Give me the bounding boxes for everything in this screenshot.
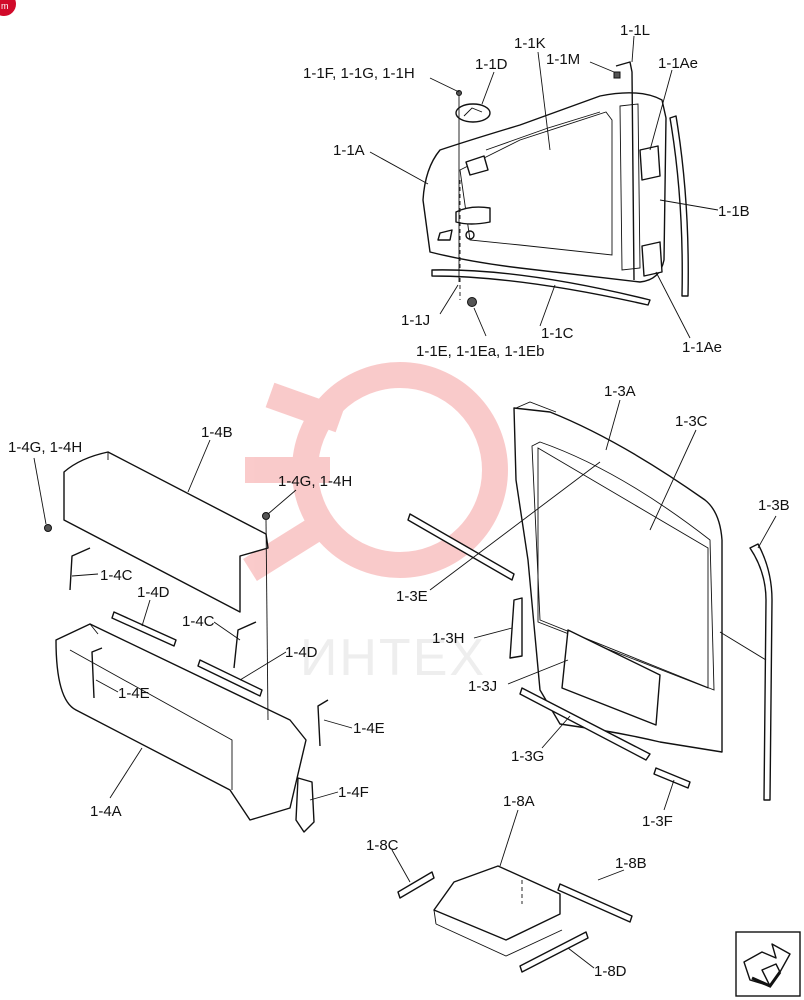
side-panel-lower-panel-1-3J	[561, 629, 661, 726]
watermark: ИНТЕХ	[243, 362, 508, 687]
label-1-3H: 1-3H	[432, 630, 465, 647]
label-1-3B: 1-3B	[758, 497, 790, 514]
leaders-1-1	[369, 35, 719, 339]
door-frame-1-1A	[422, 92, 667, 300]
cover-clip-1-4E-right	[317, 699, 329, 747]
label-1-1B: 1-1B	[718, 203, 750, 220]
label-1-1D: 1-1D	[475, 56, 508, 73]
label-1-4E-right: 1-4E	[353, 720, 385, 737]
callout-labels: 1-1F, 1-1G, 1-1H 1-1D 1-1K 1-1M 1-1L 1-1…	[8, 22, 790, 980]
label-1-4D-top: 1-4D	[137, 584, 170, 601]
cover-top-1-4B	[63, 451, 269, 613]
label-1-8A: 1-8A	[503, 793, 535, 810]
leaders-1-8	[391, 809, 625, 969]
label-1-1M: 1-1M	[546, 51, 580, 68]
floor-strip-1-8D	[519, 931, 589, 973]
side-panel-strip-1-3F	[653, 767, 691, 789]
floor-strip-1-8B	[557, 883, 633, 923]
corner-badge: m	[0, 0, 16, 16]
cover-bolt-1-4G-left	[44, 524, 52, 532]
label-1-3J: 1-3J	[468, 678, 497, 695]
cover-strip-1-4D-upper	[111, 611, 177, 647]
label-1-4C-right: 1-4C	[182, 613, 215, 630]
label-1-4C-left: 1-4C	[100, 567, 133, 584]
door-bottom-seal-1-1C	[431, 269, 651, 306]
watermark-gear-icon	[243, 362, 508, 582]
leaders-1-3	[429, 399, 777, 811]
label-1-3E: 1-3E	[396, 588, 428, 605]
label-1-1Ae-bottom: 1-1Ae	[682, 339, 722, 356]
label-1-4E-left: 1-4E	[118, 685, 150, 702]
label-1-1A: 1-1A	[333, 142, 365, 159]
label-1-3F: 1-3F	[642, 813, 673, 830]
cover-plate-1-4F	[295, 777, 315, 833]
next-page-button[interactable]	[735, 931, 801, 997]
door-handle-1-1D	[455, 103, 491, 123]
label-1-1C: 1-1C	[541, 325, 574, 342]
next-page-arrow-icon	[743, 943, 791, 988]
cover-bracket-1-4C-left	[69, 547, 91, 591]
door-clip-1-1M	[613, 71, 621, 79]
label-1-1E-1-1Ea-1-1Eb: 1-1E, 1-1Ea, 1-1Eb	[416, 343, 544, 360]
label-1-3C: 1-3C	[675, 413, 708, 430]
label-1-4B: 1-4B	[201, 424, 233, 441]
side-panel-trim-1-3H	[509, 597, 523, 659]
label-1-1J: 1-1J	[401, 312, 430, 329]
cover-bolt-1-4G-right	[262, 512, 270, 721]
watermark-text: ИНТЕХ	[300, 629, 486, 687]
label-1-4A: 1-4A	[90, 803, 122, 820]
svg-text:m: m	[1, 1, 9, 11]
label-1-4G-1-4H-left: 1-4G, 1-4H	[8, 439, 82, 456]
label-1-3G: 1-3G	[511, 748, 544, 765]
cover-strip-1-4D-lower	[197, 659, 263, 697]
floor-bar-1-8C	[397, 871, 435, 899]
door-bolt-1-1E	[467, 297, 477, 307]
door-window-glass-1-1K	[485, 111, 601, 151]
cover-bracket-1-4C-right	[233, 621, 257, 669]
label-1-8C: 1-8C	[366, 837, 399, 854]
door-rod-1-1L	[615, 61, 635, 281]
label-1-1F-1-1G-1-1H: 1-1F, 1-1G, 1-1H	[303, 65, 415, 82]
side-panel-strip-1-3G	[519, 687, 651, 761]
side-panel-seal-1-3E	[407, 513, 515, 581]
door-hinge-1-1Ae-lower	[641, 241, 663, 277]
label-1-1K: 1-1K	[514, 35, 546, 52]
side-panel-edge-seal-1-3B	[749, 543, 773, 801]
floor-plate-1-8A	[433, 865, 563, 957]
label-1-1L: 1-1L	[620, 22, 650, 39]
label-1-4D-right: 1-4D	[285, 644, 318, 661]
door-side-seal-1-1B	[669, 115, 689, 297]
label-1-3A: 1-3A	[604, 383, 636, 400]
label-1-4G-1-4H-right: 1-4G, 1-4H	[278, 473, 352, 490]
cover-bottom-1-4A	[55, 623, 307, 821]
leaders-1-4	[33, 439, 353, 801]
label-1-4F: 1-4F	[338, 784, 369, 801]
side-panel-glass-1-3C	[537, 447, 709, 689]
label-1-8D: 1-8D	[594, 963, 627, 980]
label-1-1Ae-top: 1-1Ae	[658, 55, 698, 72]
label-1-8B: 1-8B	[615, 855, 647, 872]
door-hinge-1-1Ae-upper	[639, 145, 661, 181]
cover-clip-1-4E-left	[91, 647, 103, 699]
